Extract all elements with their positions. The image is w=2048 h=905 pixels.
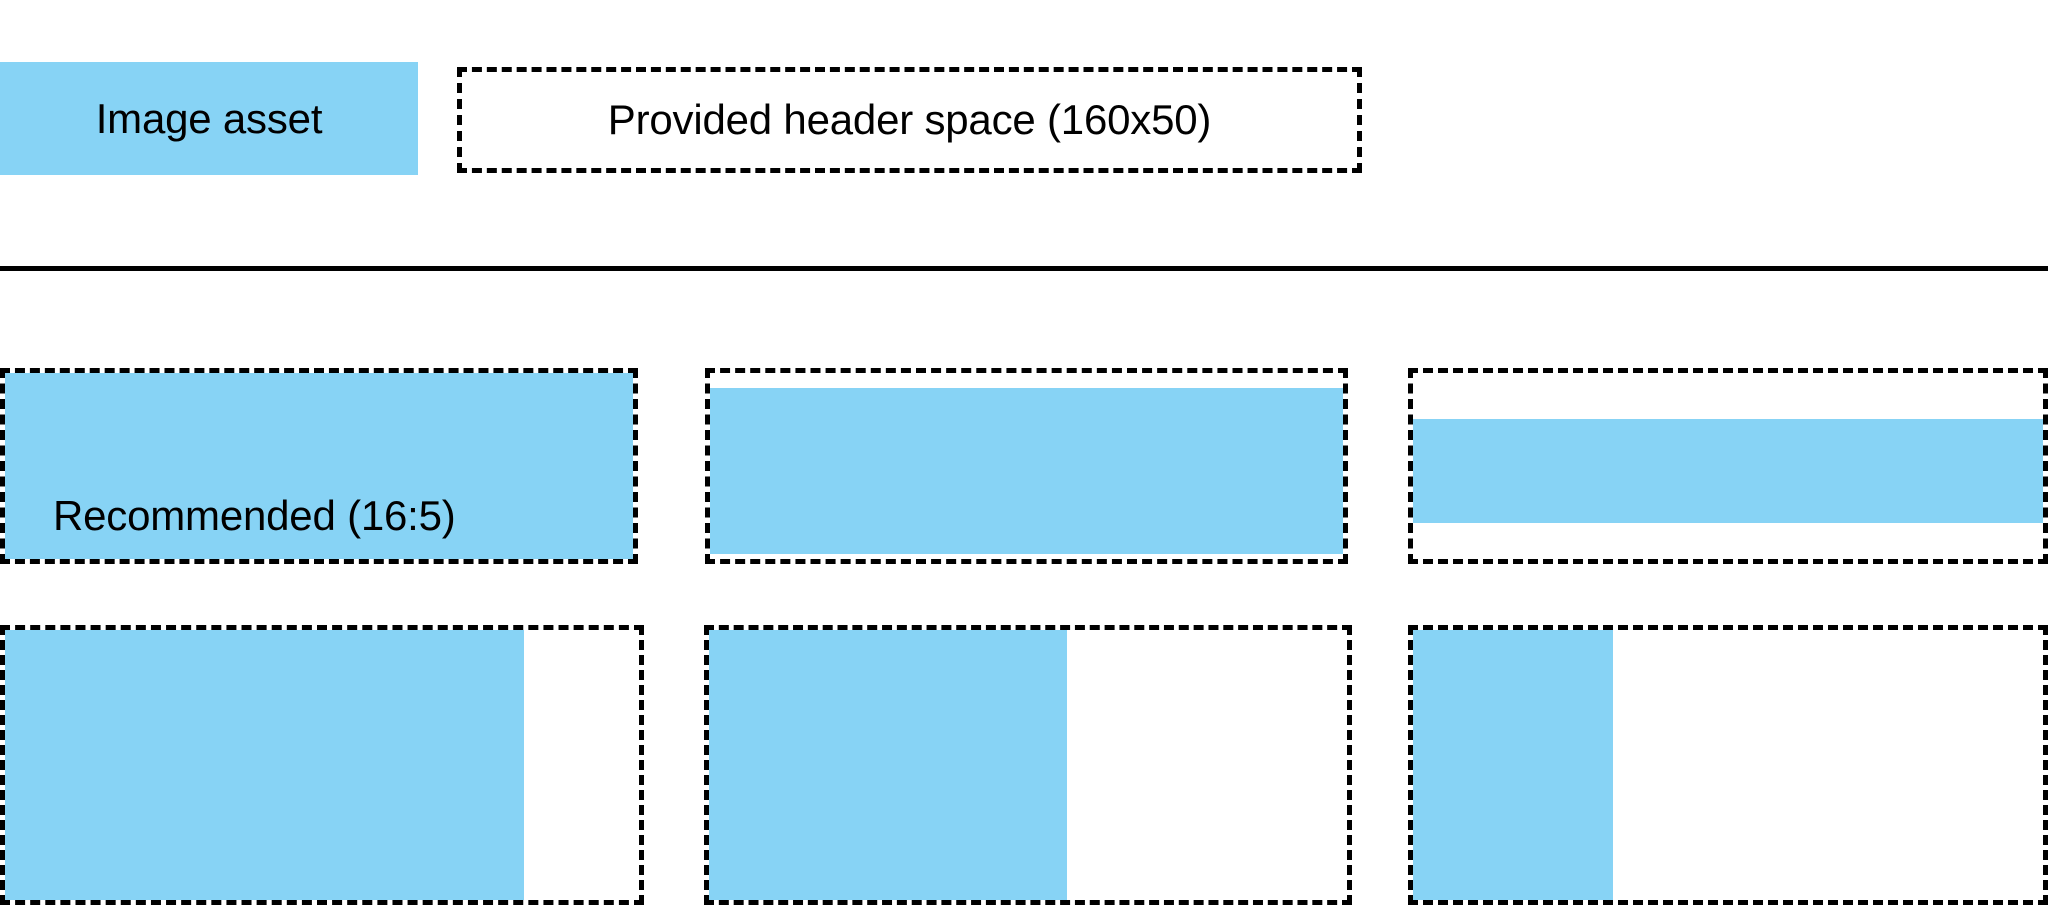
- image-fill: [1413, 630, 1613, 900]
- image-fill: [709, 630, 1067, 900]
- example-box-row2-col2: [704, 625, 1352, 905]
- example-box-row1-col2: [705, 368, 1348, 564]
- section-divider: [0, 266, 2048, 271]
- image-asset-label: Image asset: [95, 94, 323, 142]
- image-fill: [1413, 419, 2043, 523]
- image-fill: [710, 388, 1343, 554]
- provided-header-space-box: Provided header space (160x50): [457, 67, 1362, 173]
- image-fill: [5, 373, 633, 559]
- example-box-row2-col3: [1408, 625, 2048, 905]
- example-box-row1-col1: Recommended (16:5): [0, 368, 638, 564]
- provided-header-space-label: Provided header space (160x50): [607, 96, 1212, 143]
- image-asset-swatch: Image asset: [0, 62, 418, 175]
- legend-header: Image asset Provided header space (160x5…: [0, 0, 2048, 271]
- recommended-ratio-label: Recommended (16:5): [53, 492, 456, 539]
- example-box-row2-col1: [0, 625, 644, 905]
- example-box-row1-col3: [1408, 368, 2048, 564]
- image-fill: [5, 630, 524, 900]
